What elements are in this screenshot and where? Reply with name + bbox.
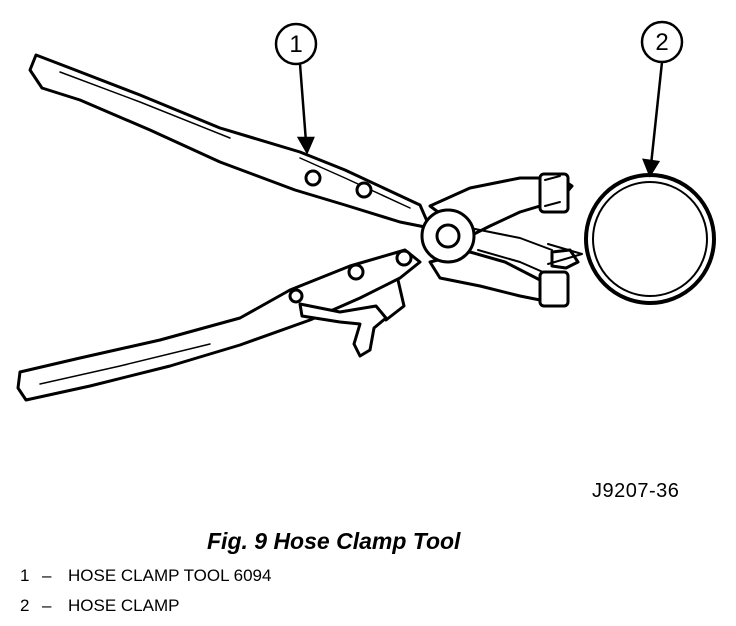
legend-item: 1–HOSE CLAMP TOOL 6094 — [20, 566, 271, 586]
legend-number: 2 — [20, 596, 30, 615]
upper-rivet-1 — [304, 169, 322, 187]
legend-label: HOSE CLAMP — [68, 596, 180, 615]
lower-handle — [16, 248, 422, 402]
upper-rivet-2 — [355, 181, 373, 199]
hose-clamp-ring — [584, 173, 716, 305]
leader-line-1 — [298, 63, 308, 143]
callout-number-2: 2 — [655, 29, 668, 56]
callout-number-1: 1 — [289, 31, 302, 58]
legend-number: 1 — [20, 566, 30, 585]
legend-item: 2–HOSE CLAMP — [20, 596, 179, 616]
callout-circle-1 — [274, 22, 318, 66]
lower-rivet-2 — [347, 263, 365, 281]
lower-rivet-1 — [288, 288, 304, 304]
lower-jaw-tip — [538, 270, 570, 308]
legend-label: HOSE CLAMP TOOL 6094 — [68, 566, 272, 585]
figure-caption: Fig. 9 Hose Clamp Tool — [207, 528, 461, 554]
lower-rivet-3 — [395, 249, 413, 267]
hose-clamp-tool-illustration: 1 2 — [16, 20, 716, 402]
leader-line-2 — [649, 61, 664, 166]
legend-dash: – — [42, 566, 52, 585]
figure-code: J9207-36 — [592, 480, 680, 502]
callout-circle-2 — [640, 20, 684, 64]
arrowhead-1 — [296, 136, 315, 155]
lock-lever — [298, 302, 388, 358]
arrowhead-2 — [642, 158, 661, 178]
legend-dash: – — [42, 596, 52, 615]
pivot-hole — [435, 223, 461, 249]
upper-jaw-tip — [538, 172, 570, 214]
upper-handle — [28, 53, 432, 230]
